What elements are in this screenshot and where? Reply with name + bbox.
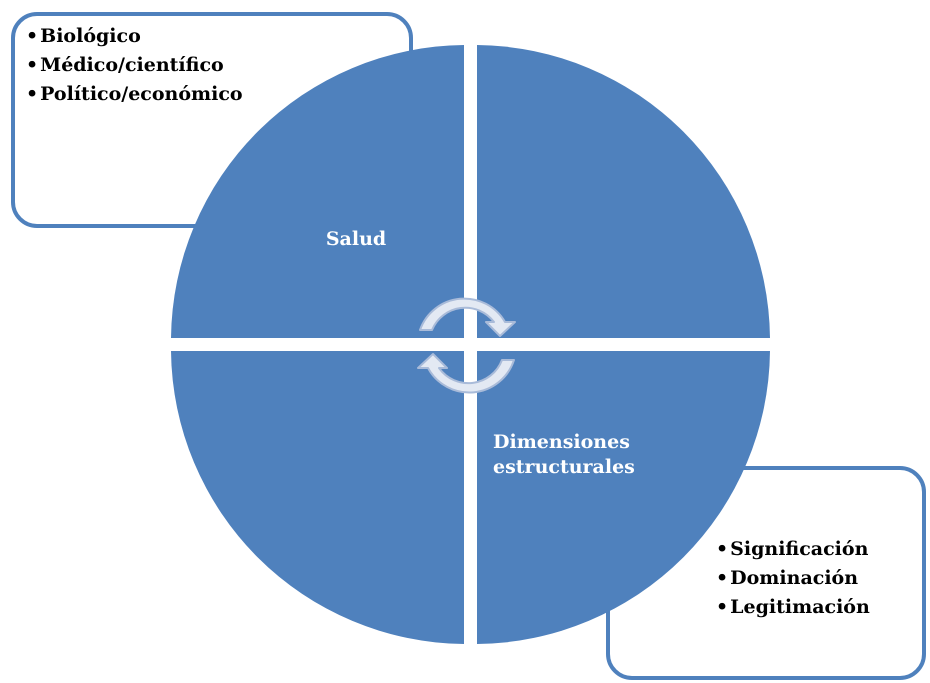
- list-item: Médico/científico: [26, 51, 243, 80]
- list-item: Significación: [716, 535, 870, 564]
- top-left-bullet-list: Biológico Médico/científico Político/eco…: [26, 22, 243, 109]
- list-item: Legitimación: [716, 593, 870, 622]
- cycle-arrows-icon: [417, 297, 516, 394]
- quadrant-label-salud: Salud: [325, 228, 387, 250]
- quadrant-top-right: [477, 45, 770, 338]
- bottom-right-bullet-list: Significación Dominación Legitimación: [716, 535, 870, 622]
- list-item: Político/económico: [26, 80, 242, 109]
- list-item: Biológico: [26, 22, 243, 51]
- quadrant-top-left: [171, 45, 464, 338]
- quadrant-bottom-left: [171, 351, 464, 644]
- quadrant-label-dimensiones: Dimensiones estructurales: [478, 430, 678, 480]
- cycle-arrow-lower: [417, 353, 515, 394]
- quadrant-bottom-right: [477, 351, 770, 644]
- quadrant-label-dimensiones-text: Dimensiones estructurales: [493, 431, 635, 478]
- cycle-arrow-upper: [419, 297, 516, 337]
- list-item: Dominación: [716, 564, 870, 593]
